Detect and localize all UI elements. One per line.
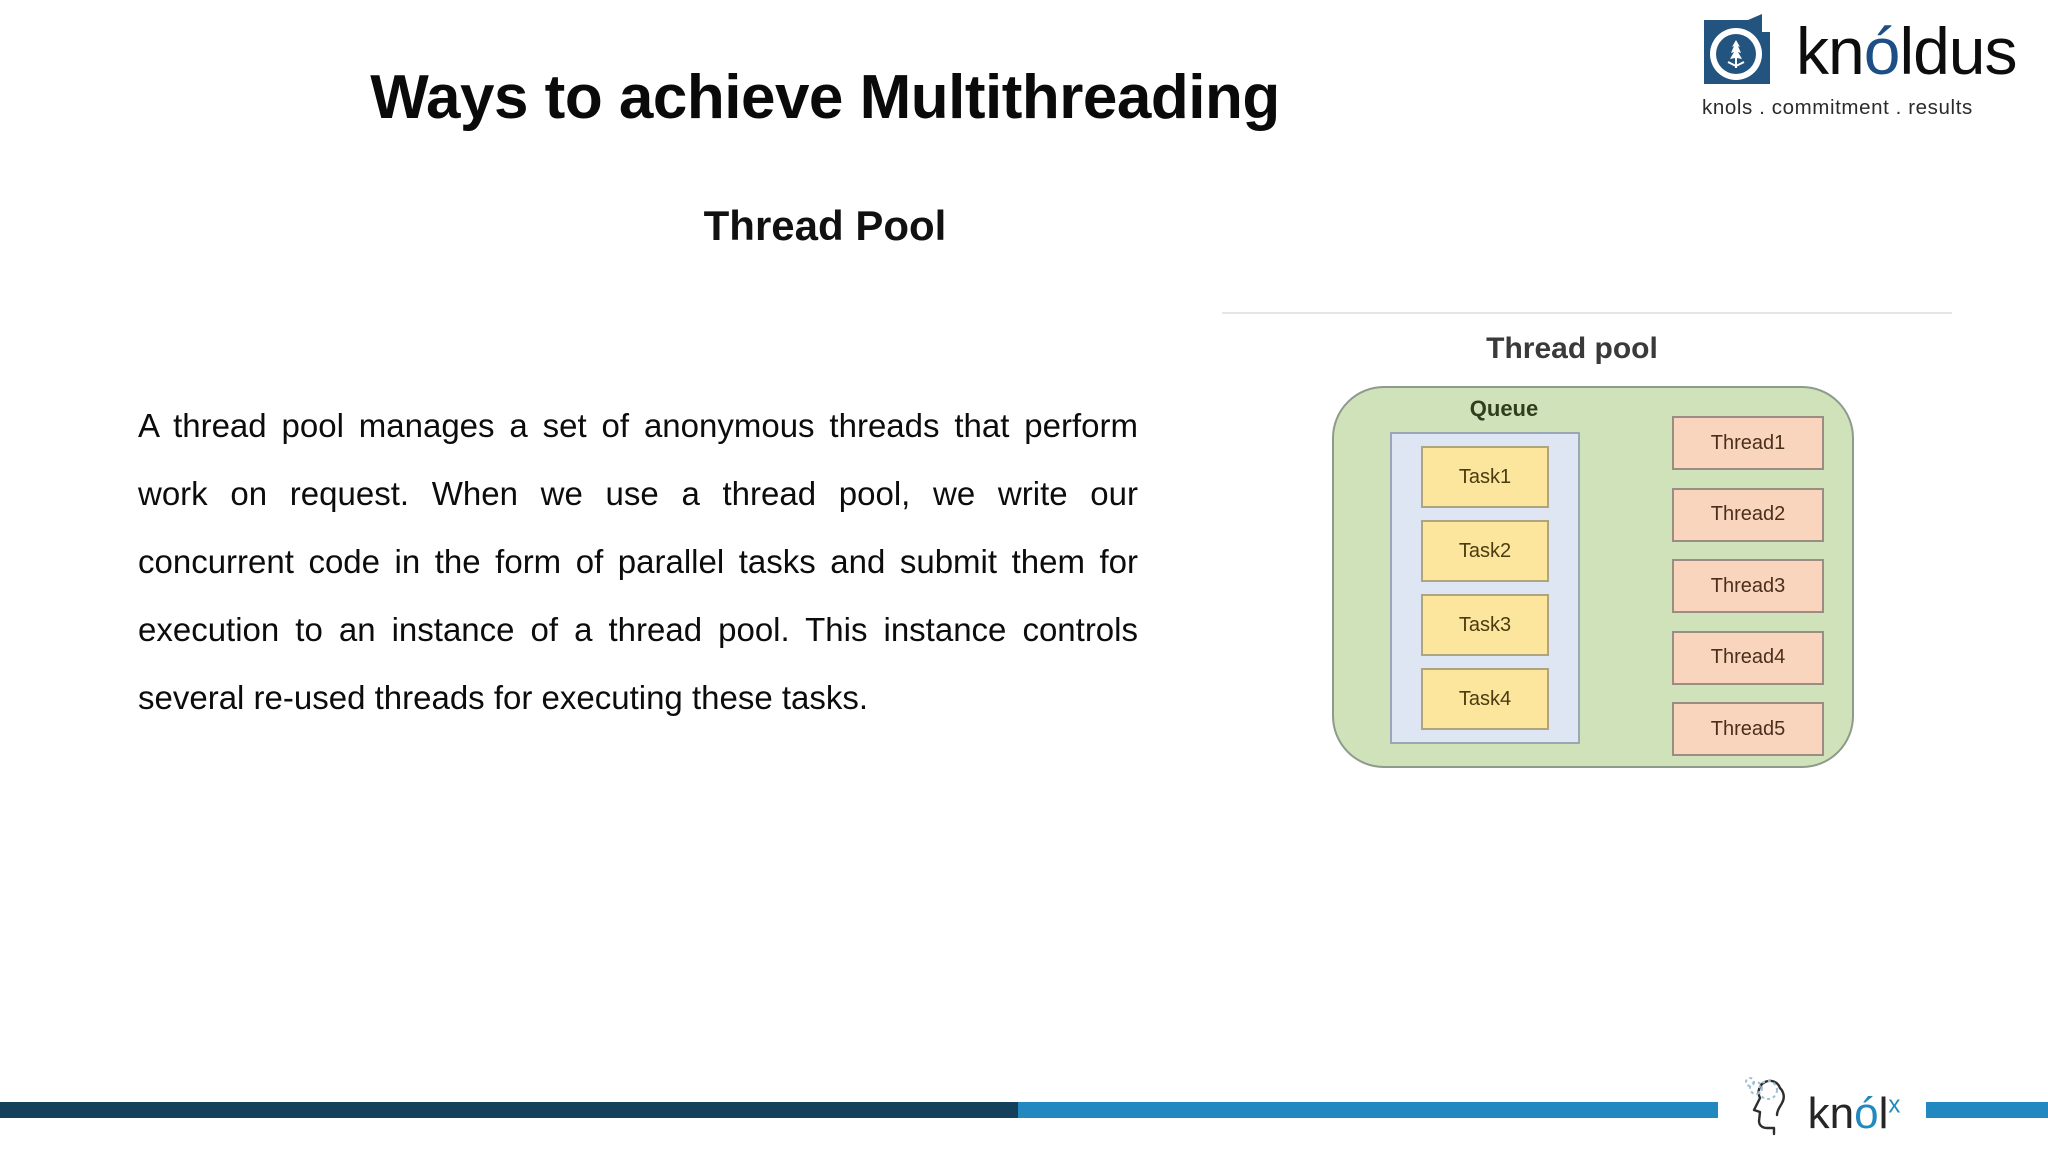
queue-label: Queue xyxy=(1469,396,1539,421)
task-box: Task3 xyxy=(1421,594,1549,656)
thread-list: Thread1 Thread2 Thread3 Thread4 Thread5 xyxy=(1668,416,1828,756)
knolx-logo-inner: knólx xyxy=(1744,1076,1901,1138)
brand-logo-row: knóldus xyxy=(1700,8,2018,94)
slide-subtitle: Thread Pool xyxy=(703,202,947,249)
knolx-wordmark: knólx xyxy=(1808,1092,1901,1136)
knolx-head-profile-icon xyxy=(1744,1076,1810,1138)
task-list: Task1 Task2 Task3 Task4 xyxy=(1392,434,1578,742)
knolx-post: l xyxy=(1878,1089,1889,1138)
wordmark-post: ldus xyxy=(1899,14,2017,88)
knoldus-maple-leaf-logo-icon xyxy=(1700,10,1782,92)
knoldus-wordmark: knóldus xyxy=(1796,18,2018,84)
task-box: Task4 xyxy=(1421,668,1549,730)
thread-box: Thread5 xyxy=(1672,702,1824,756)
diagram-top-divider xyxy=(1222,312,1952,314)
thread-box: Thread4 xyxy=(1672,630,1824,685)
task-box: Task1 xyxy=(1421,446,1549,508)
footer-bar-dark xyxy=(0,1102,1018,1118)
thread-box: Thread3 xyxy=(1672,559,1824,613)
thread-pool-container: Queue Task1 Task2 Task3 Task4 Thread1 Th… xyxy=(1332,386,1854,768)
thread-pool-diagram: Thread pool Queue Task1 Task2 Task3 Task… xyxy=(1222,300,1960,900)
thread-box: Thread2 xyxy=(1672,487,1824,542)
body-paragraph: A thread pool manages a set of anonymous… xyxy=(138,407,1138,716)
brand-tagline: knols . commitment . results xyxy=(1702,96,1973,119)
knoldus-brand-logo: knóldus knols . commitment . results xyxy=(1700,8,2040,128)
slide-title: Ways to achieve Multithreading xyxy=(370,63,1280,132)
diagram-title: Thread pool xyxy=(1486,332,1658,365)
thread-box: Thread1 xyxy=(1672,416,1824,470)
task-box: Task2 xyxy=(1421,520,1549,582)
knolx-accent: ó xyxy=(1854,1089,1879,1138)
knolx-footer-logo: knólx xyxy=(1718,1062,1926,1152)
queue-container: Task1 Task2 Task3 Task4 xyxy=(1390,432,1580,744)
knolx-pre: kn xyxy=(1807,1089,1855,1138)
wordmark-accent: ó xyxy=(1863,14,1901,88)
knolx-superscript: x xyxy=(1888,1091,1901,1119)
wordmark-pre: kn xyxy=(1796,14,1865,88)
